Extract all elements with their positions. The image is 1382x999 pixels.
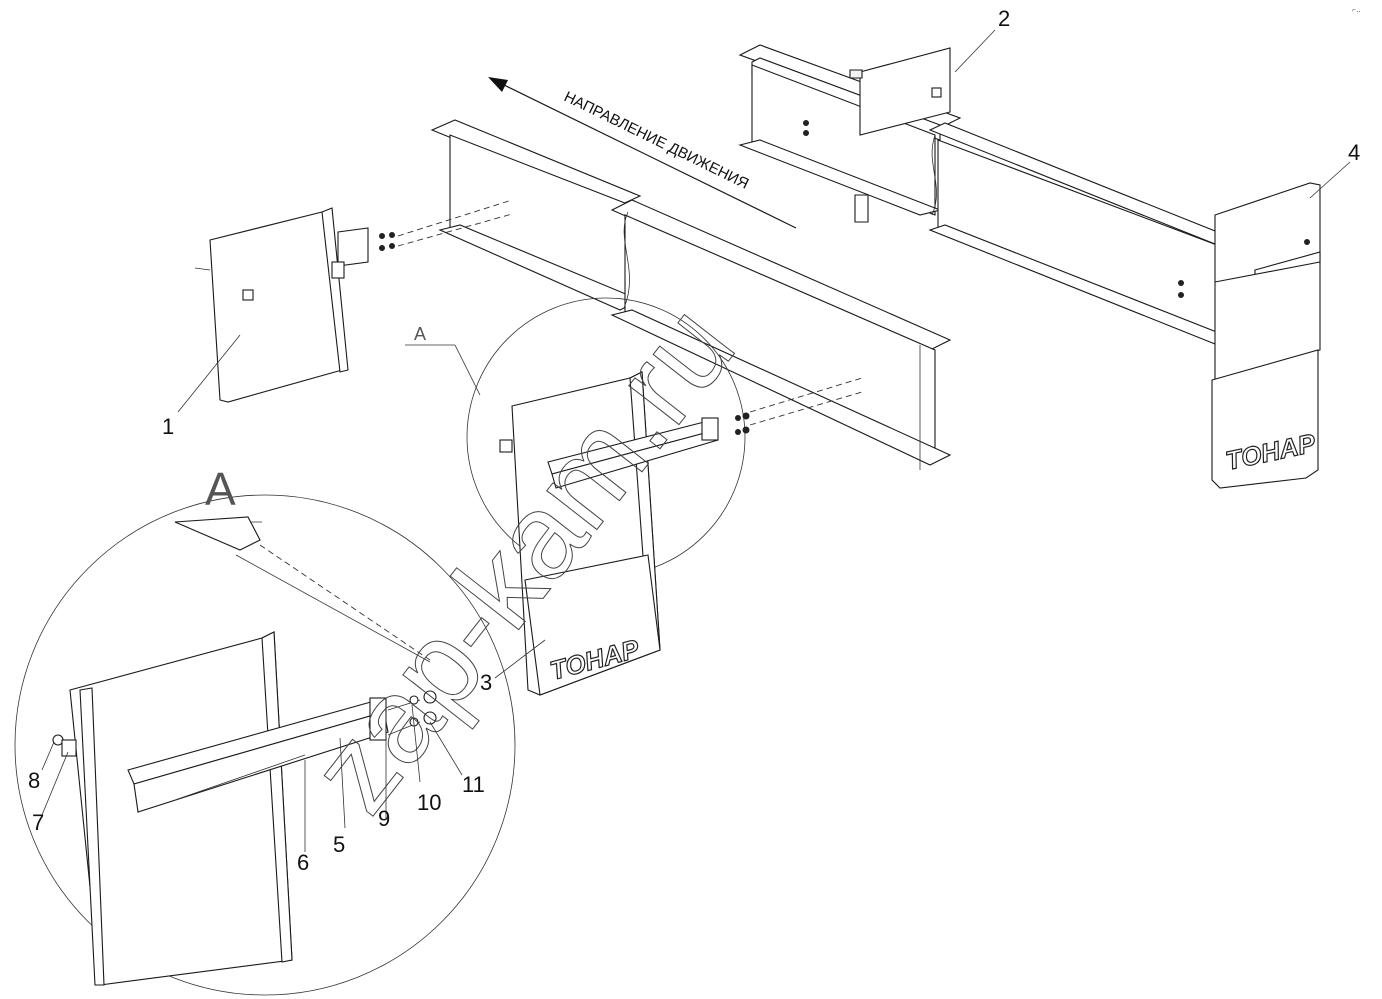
mudflap-right: ТОНАР: [1211, 182, 1321, 489]
part-1-mudflap: [194, 207, 395, 403]
part-3-mudflap: ТОНАР: [466, 297, 750, 696]
callout-2: 2: [998, 6, 1010, 31]
corner-mark: ⌐‥: [1352, 7, 1361, 14]
right-beam: [738, 44, 1277, 363]
callout-1: 1: [162, 414, 174, 439]
callout-9: 9: [378, 806, 390, 831]
detail-label-large: А: [205, 463, 236, 515]
callout-3: 3: [480, 670, 492, 695]
middle-beam: [430, 119, 952, 470]
detail-circle-large: [14, 494, 516, 996]
callout-5: 5: [333, 832, 345, 857]
detail-a-enlarged: [14, 494, 516, 996]
callout-11: 11: [462, 772, 485, 797]
watermark: zap-kam.ru: [285, 281, 760, 836]
callout-4: 4: [1348, 140, 1360, 165]
callout-8: 8: [28, 768, 40, 793]
callout-10: 10: [417, 790, 441, 815]
detail-label-small: А: [414, 324, 426, 344]
callout-6: 6: [297, 850, 309, 875]
leader-lines: [41, 29, 1351, 852]
callout-7: 7: [32, 810, 44, 835]
